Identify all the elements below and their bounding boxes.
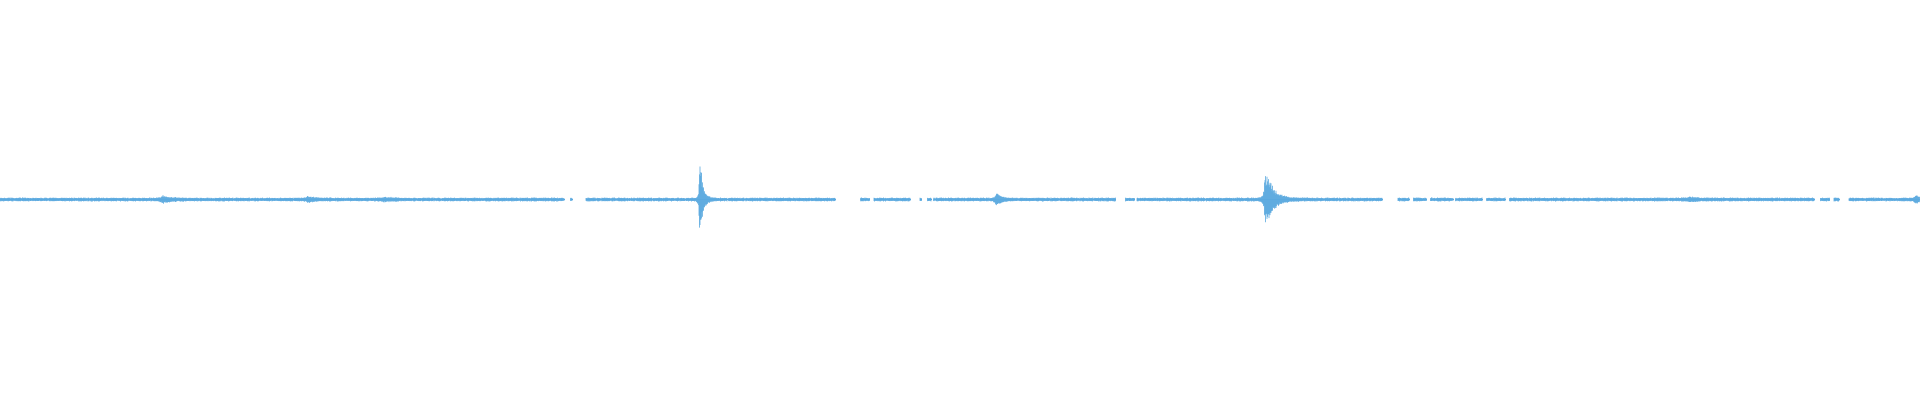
waveform-samples: [0, 166, 1920, 228]
